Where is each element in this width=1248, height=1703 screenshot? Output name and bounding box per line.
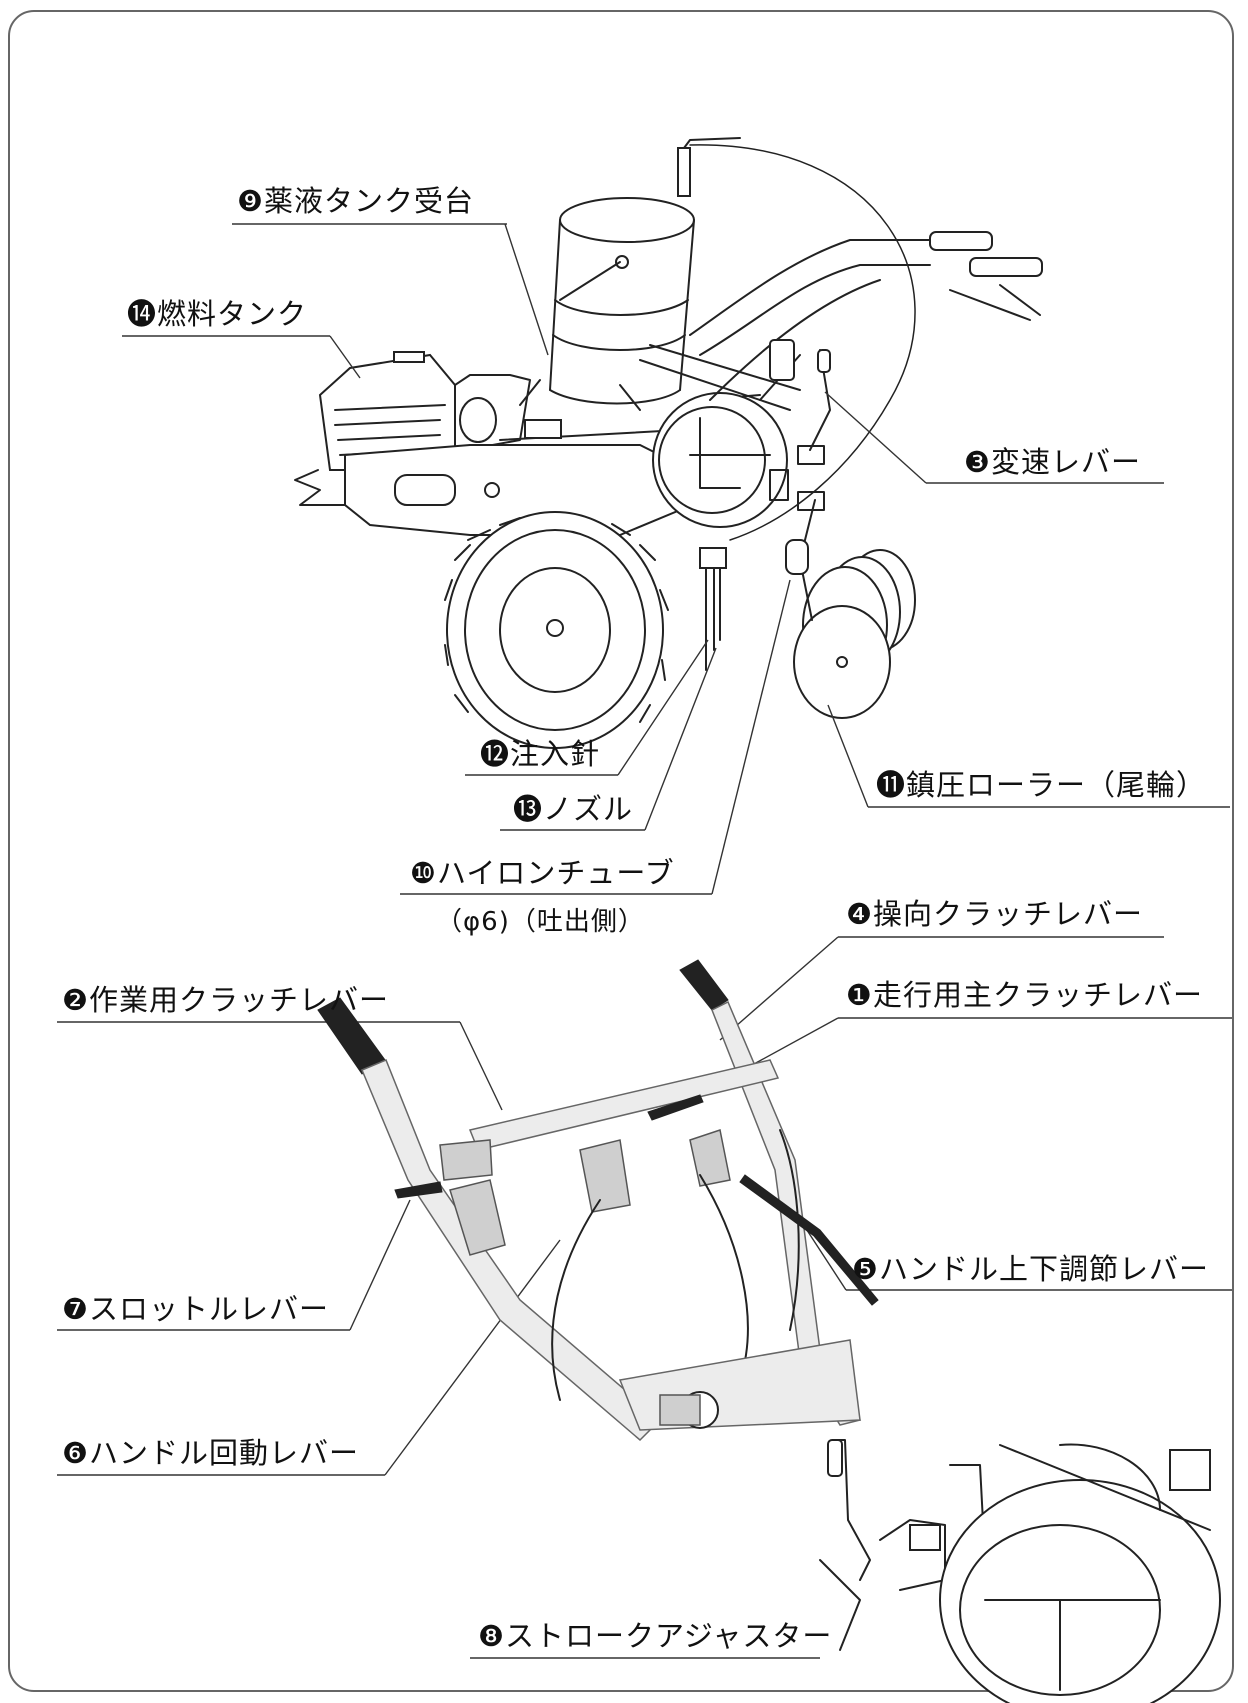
handle-photo-illustration xyxy=(317,959,879,1442)
gear-wheel-illustration xyxy=(652,392,825,528)
machine-side-view-illustration xyxy=(294,137,1043,749)
label-handle-height-lever: ❺ハンドル上下調節レバー xyxy=(852,1252,1209,1286)
label-hylon-tube-spec: （φ6)（吐出側） xyxy=(436,907,645,937)
label-stroke-adjuster: ❽ストロークアジャスター xyxy=(478,1619,833,1653)
label-injection-needle: ⓬注入針 xyxy=(480,737,601,771)
label-hylon-tube: ❿ハイロンチューブ xyxy=(410,856,675,890)
label-steering-clutch-lever: ❹操向クラッチレバー xyxy=(846,897,1143,931)
stroke-adjuster-photo-illustration xyxy=(819,1435,1221,1703)
chemical-tank-illustration xyxy=(549,137,741,405)
label-work-clutch-lever: ❷作業用クラッチレバー xyxy=(62,983,389,1017)
injection-needle-illustration xyxy=(699,547,727,671)
drive-wheel-illustration xyxy=(444,511,669,749)
page-frame xyxy=(8,10,1234,1692)
label-compaction-roller: ⓫鎮圧ローラー（尾輪） xyxy=(876,768,1207,802)
label-chemical-tank-support: ❾薬液タンク受台 xyxy=(237,184,474,218)
label-shift-lever: ❸変速レバー xyxy=(964,445,1141,479)
label-nozzle: ⓭ノズル xyxy=(513,792,634,826)
chassis-illustration xyxy=(344,379,761,536)
label-throttle-lever: ❼スロットルレバー xyxy=(62,1292,329,1326)
engine-illustration xyxy=(294,351,531,506)
upper-handles-illustration xyxy=(639,231,1043,451)
label-handle-swivel-lever: ❻ハンドル回動レバー xyxy=(62,1436,359,1470)
label-main-travel-clutch-lever: ❶走行用主クラッチレバー xyxy=(846,978,1203,1012)
label-fuel-tank: ⓮燃料タンク xyxy=(127,297,308,331)
compaction-roller-illustration xyxy=(785,499,916,719)
